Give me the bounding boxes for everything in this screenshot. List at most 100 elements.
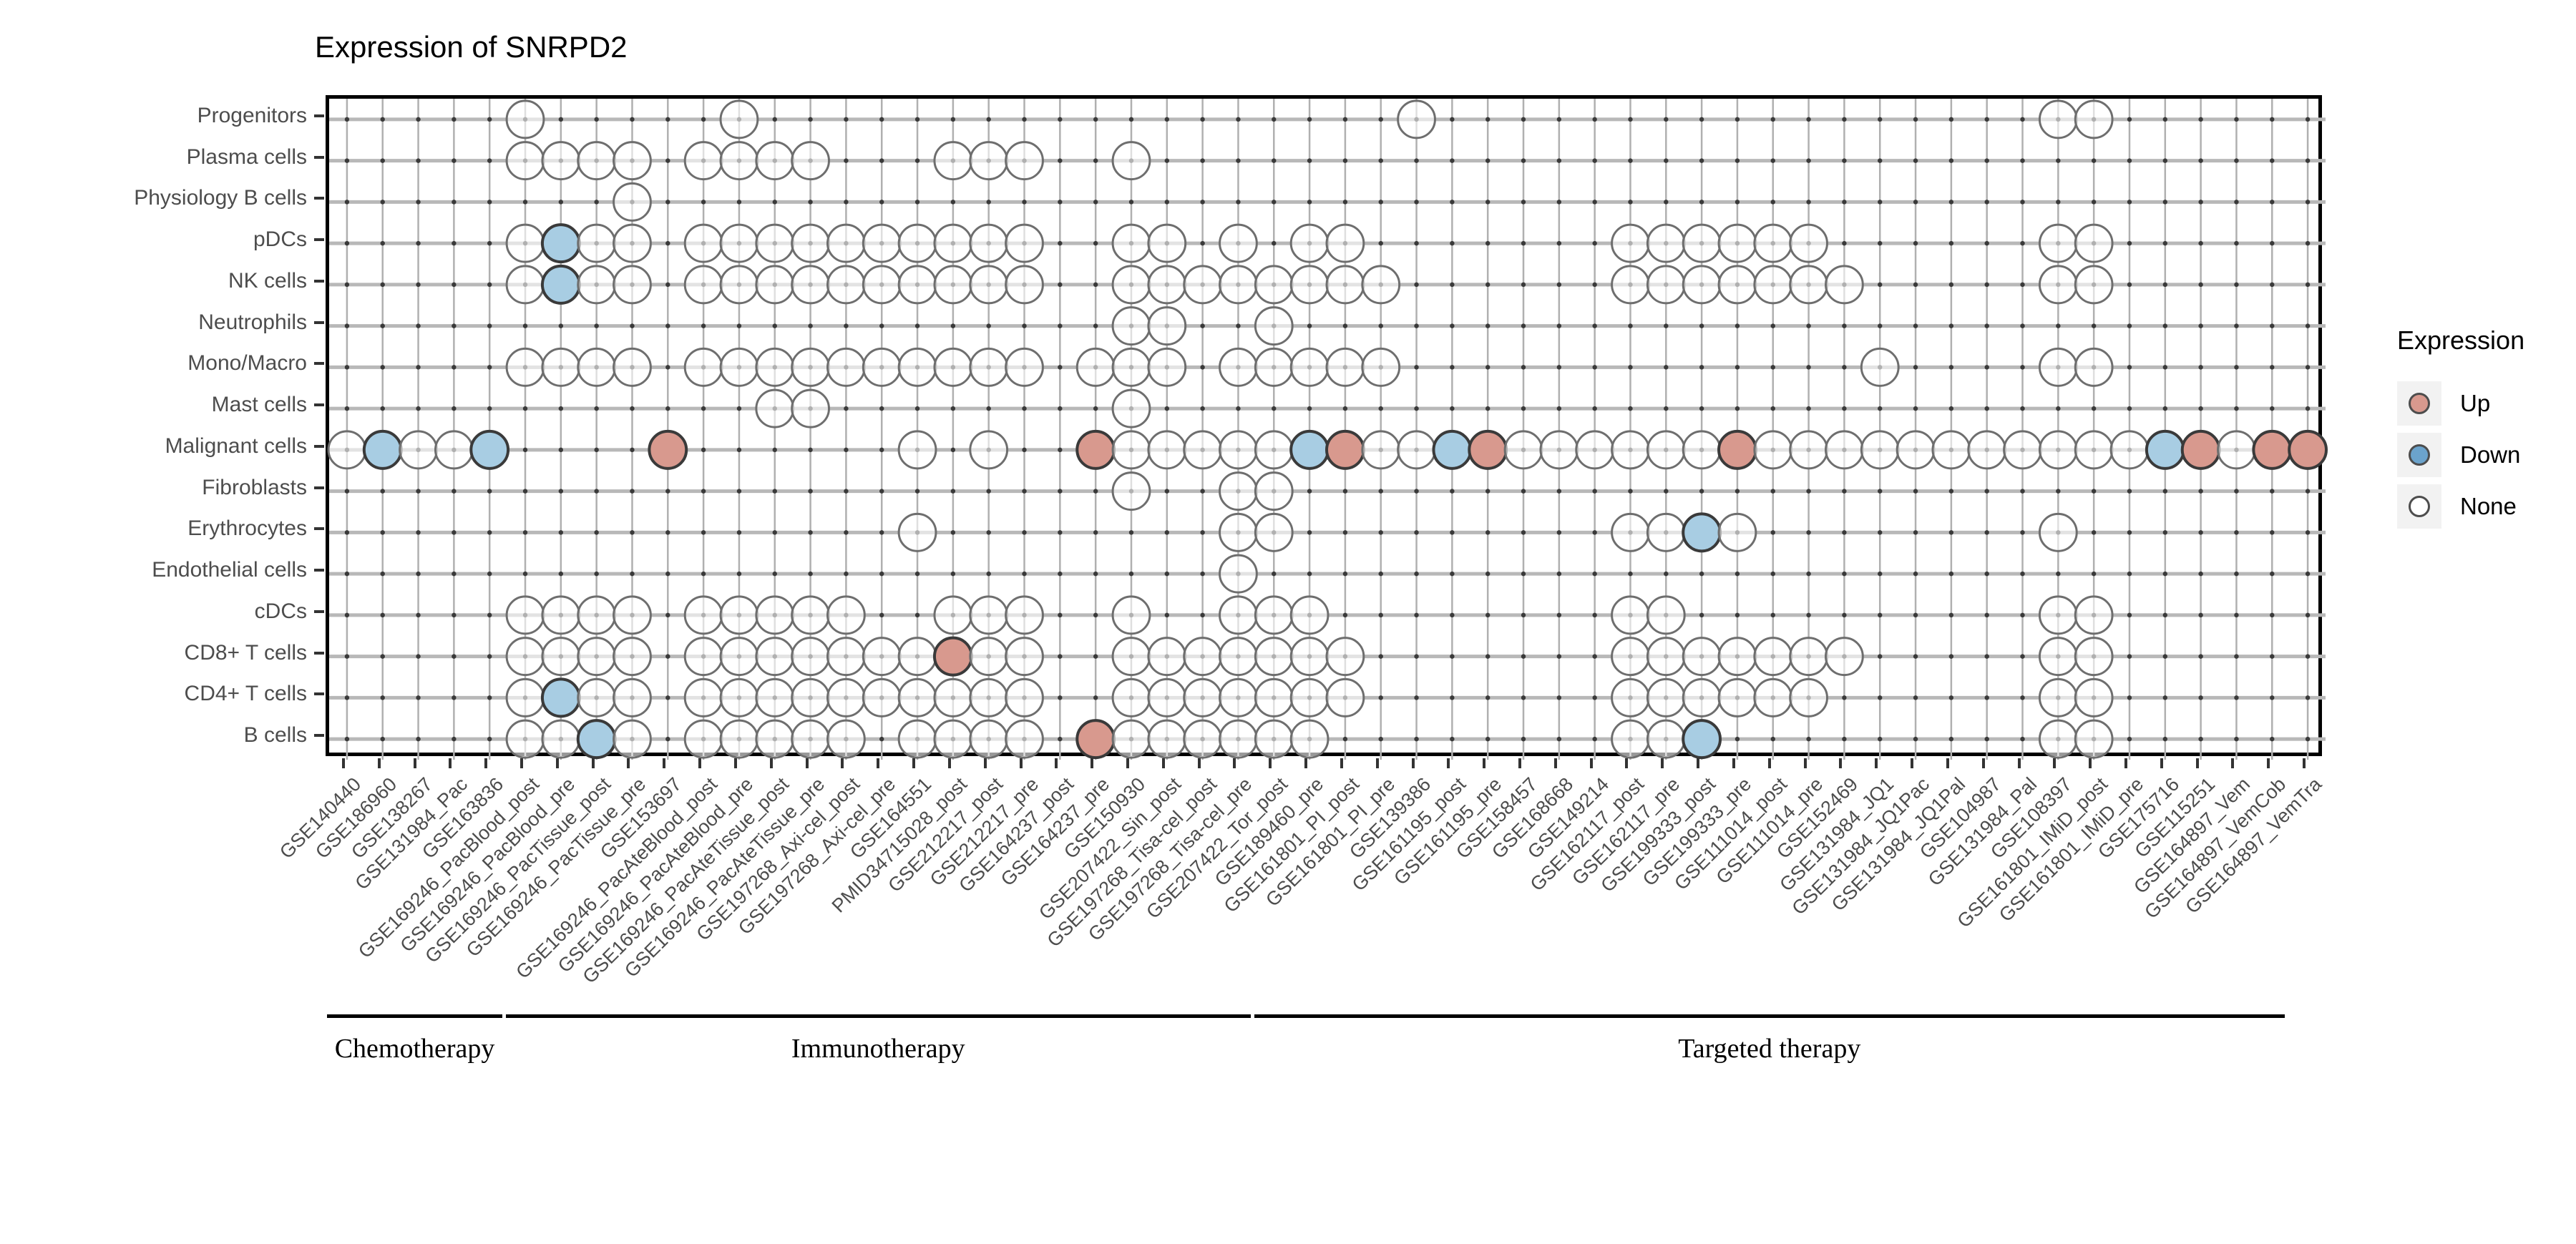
expression-dot[interactable] [1289,595,1330,635]
expression-dot[interactable] [1682,223,1722,263]
legend-item[interactable]: None [2397,484,2517,529]
expression-dot[interactable] [1646,637,1686,677]
expression-dot[interactable] [505,347,545,387]
expression-dot[interactable] [1397,430,1436,470]
expression-dot[interactable] [2217,430,2256,470]
expression-dot[interactable] [897,719,937,759]
expression-dot[interactable] [969,265,1009,305]
expression-dot[interactable] [719,141,759,181]
expression-dot[interactable] [1289,637,1330,677]
expression-dot[interactable] [683,141,723,181]
expression-dot[interactable] [1183,719,1223,759]
expression-dot[interactable] [505,595,545,635]
expression-dot[interactable] [1254,347,1294,387]
expression-dot[interactable] [683,265,723,305]
expression-dot[interactable] [541,141,581,181]
expression-dot[interactable] [1682,265,1722,305]
expression-dot[interactable] [1717,677,1757,717]
expression-dot[interactable] [1289,429,1330,470]
expression-dot[interactable] [969,223,1009,263]
expression-dot[interactable] [755,388,795,428]
expression-dot[interactable] [1825,637,1864,677]
expression-dot[interactable] [933,141,973,181]
expression-dot[interactable] [1289,719,1330,759]
legend-item[interactable]: Up [2397,381,2490,426]
expression-dot[interactable] [1183,677,1223,717]
expression-dot[interactable] [897,347,937,387]
expression-dot[interactable] [577,637,617,677]
expression-dot[interactable] [1075,347,1116,387]
expression-dot[interactable] [1325,637,1365,677]
expression-dot[interactable] [1432,429,1473,470]
expression-dot[interactable] [755,141,795,181]
expression-dot[interactable] [613,637,652,677]
expression-dot[interactable] [2074,595,2114,635]
expression-dot[interactable] [399,430,438,470]
expression-dot[interactable] [1147,223,1187,263]
expression-dot[interactable] [1219,554,1258,594]
expression-dot[interactable] [540,264,581,305]
expression-dot[interactable] [1147,347,1187,387]
expression-dot[interactable] [505,99,545,139]
expression-dot[interactable] [613,595,652,635]
expression-dot[interactable] [969,347,1009,387]
expression-dot[interactable] [2038,430,2078,470]
expression-dot[interactable] [719,347,759,387]
expression-dot[interactable] [1789,677,1828,717]
expression-dot[interactable] [1825,430,1864,470]
expression-dot[interactable] [1254,471,1294,511]
expression-dot[interactable] [719,719,759,759]
expression-dot[interactable] [1005,223,1044,263]
expression-dot[interactable] [1289,347,1330,387]
expression-dot[interactable] [1325,429,1365,470]
expression-dot[interactable] [862,265,902,305]
expression-dot[interactable] [1611,595,1650,635]
expression-dot[interactable] [1219,347,1258,387]
expression-dot[interactable] [1789,265,1828,305]
expression-dot[interactable] [1111,141,1151,181]
expression-dot[interactable] [2180,429,2221,470]
expression-dot[interactable] [791,223,830,263]
expression-dot[interactable] [1646,595,1686,635]
expression-dot[interactable] [1646,223,1686,263]
expression-dot[interactable] [1611,637,1650,677]
expression-dot[interactable] [1361,430,1401,470]
expression-dot[interactable] [2074,637,2114,677]
expression-dot[interactable] [613,182,652,222]
expression-dot[interactable] [826,347,866,387]
expression-dot[interactable] [1646,677,1686,717]
expression-dot[interactable] [1005,595,1044,635]
expression-dot[interactable] [1825,265,1864,305]
expression-dot[interactable] [719,637,759,677]
expression-dot[interactable] [1753,430,1793,470]
expression-dot[interactable] [1005,141,1044,181]
expression-dot[interactable] [826,719,866,759]
expression-dot[interactable] [862,347,902,387]
expression-dot[interactable] [1289,265,1330,305]
expression-dot[interactable] [791,141,830,181]
expression-dot[interactable] [719,223,759,263]
expression-dot[interactable] [505,223,545,263]
expression-dot[interactable] [577,265,617,305]
expression-dot[interactable] [1682,430,1722,470]
expression-dot[interactable] [969,677,1009,717]
expression-dot[interactable] [1468,429,1508,470]
expression-dot[interactable] [2038,512,2078,552]
expression-dot[interactable] [2074,719,2114,759]
expression-dot[interactable] [2038,595,2078,635]
expression-dot[interactable] [2109,430,2150,470]
expression-dot[interactable] [1075,429,1116,470]
expression-dot[interactable] [577,595,617,635]
expression-dot[interactable] [1147,306,1187,346]
expression-dot[interactable] [1611,430,1650,470]
expression-dot[interactable] [505,719,545,759]
expression-dot[interactable] [1646,265,1686,305]
expression-dot[interactable] [1005,347,1044,387]
expression-dot[interactable] [1219,719,1258,759]
expression-dot[interactable] [1219,595,1258,635]
expression-dot[interactable] [577,347,617,387]
expression-dot[interactable] [1147,637,1187,677]
expression-dot[interactable] [969,637,1009,677]
expression-dot[interactable] [719,677,759,717]
expression-dot[interactable] [577,677,617,717]
